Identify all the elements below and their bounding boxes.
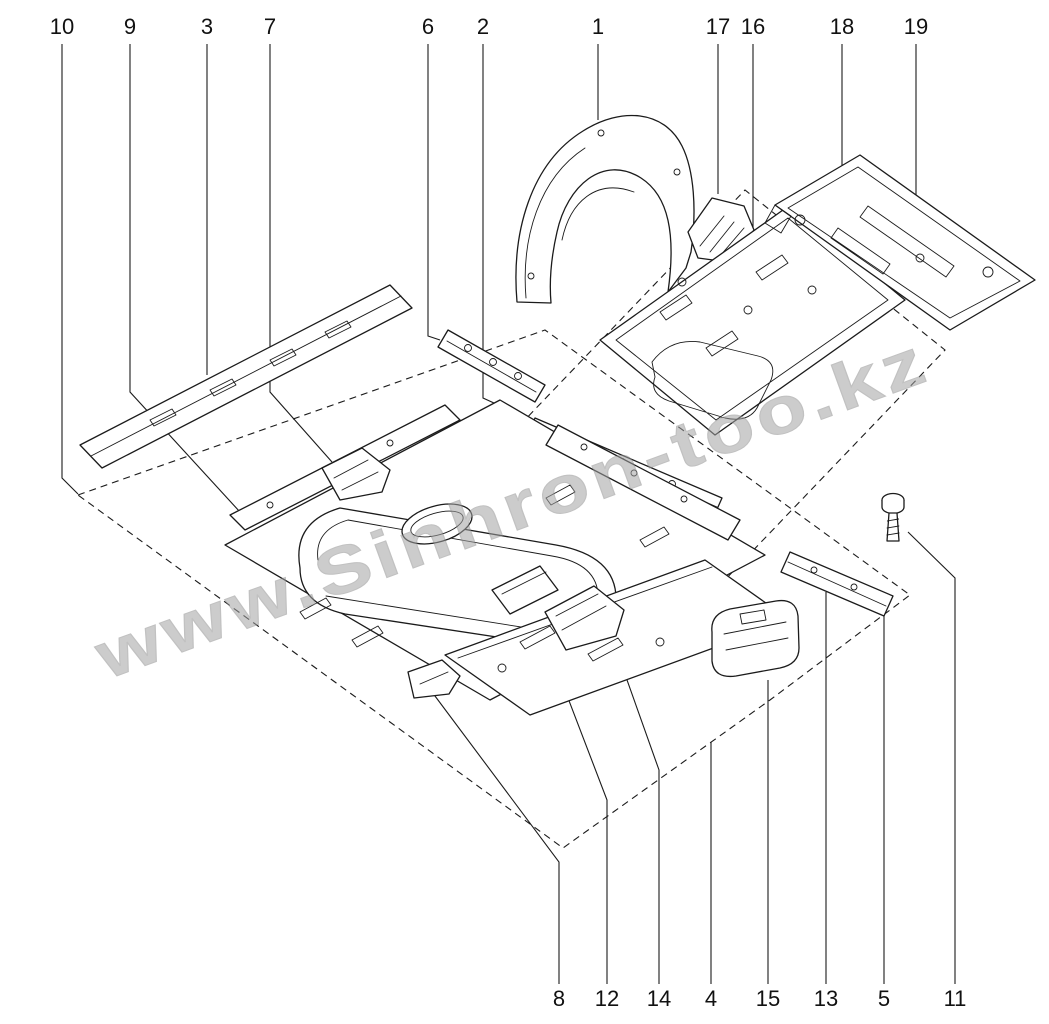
part-14-bracket — [544, 585, 625, 651]
floor-tunnel-ribs — [317, 519, 599, 631]
side-member-right — [545, 424, 741, 541]
part-6-connector — [437, 329, 546, 403]
part-13-5-side-member — [780, 551, 894, 617]
part-1-wheel-arch — [515, 114, 695, 304]
part-3-details — [90, 295, 402, 457]
leader-8 — [431, 691, 560, 984]
leader-10 — [61, 44, 79, 495]
part-12-bracket — [491, 565, 559, 615]
part-3-sill-panel — [79, 284, 413, 469]
leader-lines — [61, 44, 956, 984]
callout-8: 8 — [553, 986, 565, 1011]
callout-labels-top: 10 9 3 7 6 2 1 17 16 18 19 — [50, 14, 928, 39]
part-12-outline — [491, 565, 559, 615]
part-6-details — [446, 340, 537, 393]
callout-6: 6 — [422, 14, 434, 39]
part-1-details — [524, 129, 681, 299]
callout-4: 4 — [705, 986, 717, 1011]
callout-17: 17 — [706, 14, 730, 39]
floor-oval-opening-inner — [410, 510, 464, 538]
callout-labels-bottom: 8 12 14 4 15 13 5 11 — [553, 986, 967, 1011]
part-11-bolt — [881, 492, 905, 542]
part-18-19-outline — [774, 154, 1036, 331]
callout-9: 9 — [124, 14, 136, 39]
part-16-rear-floor-panel — [599, 204, 906, 436]
callout-10: 10 — [50, 14, 74, 39]
callout-1: 1 — [592, 14, 604, 39]
part-18-19-rear-panel — [764, 154, 1036, 331]
leader-9 — [129, 44, 241, 513]
callout-11: 11 — [944, 986, 967, 1011]
part-7-details — [333, 459, 379, 491]
bolt-threads — [886, 518, 900, 536]
part-8-bracket — [407, 659, 461, 699]
floor-slots — [299, 484, 670, 648]
callout-15: 15 — [756, 986, 780, 1011]
part-15-bracket — [711, 599, 800, 678]
part-13-5-details — [787, 561, 887, 607]
callout-5: 5 — [878, 986, 890, 1011]
callout-18: 18 — [830, 14, 854, 39]
part-18-19-details — [764, 166, 1021, 319]
callout-19: 19 — [904, 14, 928, 39]
leader-6 — [427, 44, 441, 341]
callout-16: 16 — [741, 14, 765, 39]
part-8-details — [419, 671, 449, 685]
part-7-bracket — [321, 447, 391, 501]
callout-3: 3 — [201, 14, 213, 39]
part-8-outline — [407, 659, 461, 699]
floor-oval-opening-outer — [401, 503, 473, 545]
bolt-head-side — [881, 500, 905, 515]
part-12-details — [501, 571, 547, 595]
callout-2: 2 — [477, 14, 489, 39]
callout-13: 13 — [814, 986, 838, 1011]
leader-7 — [269, 44, 333, 463]
part-14-details — [555, 593, 607, 631]
leader-11 — [907, 531, 956, 984]
callout-14: 14 — [647, 986, 671, 1011]
part-16-details — [615, 217, 889, 421]
part-15-outline — [711, 599, 800, 678]
part-1-outline — [515, 114, 695, 304]
part-15-details — [723, 609, 789, 651]
callout-7: 7 — [264, 14, 276, 39]
callout-12: 12 — [595, 986, 619, 1011]
side-member-right-holes — [580, 443, 688, 503]
part-7-outline — [321, 447, 391, 501]
